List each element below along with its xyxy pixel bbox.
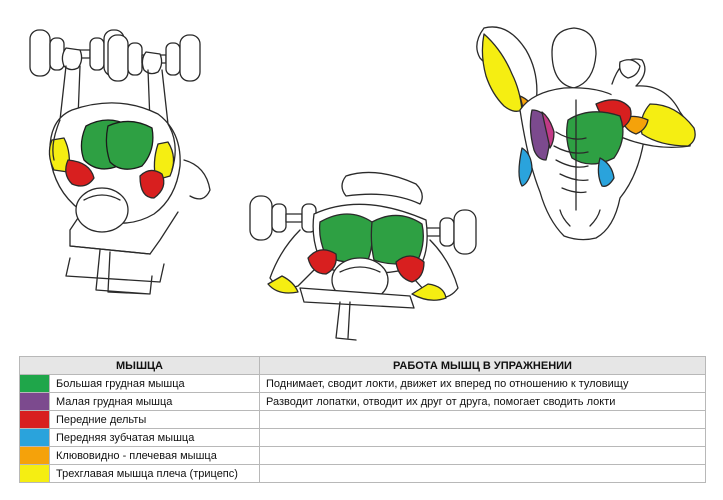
color-swatch-cell (19, 392, 50, 411)
muscle-name-cell: Передние дельты (49, 410, 260, 429)
color-swatch-cell (19, 446, 50, 465)
table-row: Трехглавая мышца плеча (трицепс) (19, 464, 706, 483)
muscle-table-container: МЫШЦА РАБОТА МЫШЦ В УПРАЖНЕНИИ Большая г… (19, 356, 706, 483)
muscle-work-cell (259, 446, 706, 465)
muscle-work-cell: Разводит лопатки, отводит их друг от дру… (259, 392, 706, 411)
exercise-illustrations (29, 26, 696, 341)
anatomy-torso-figure (476, 26, 696, 241)
muscle-work-cell (259, 428, 706, 447)
muscle-table: МЫШЦА РАБОТА МЫШЦ В УПРАЖНЕНИИ Большая г… (19, 356, 706, 483)
color-swatch-cell (19, 464, 50, 483)
color-swatch-cell (19, 374, 50, 393)
color-swatch (20, 447, 49, 464)
muscle-name-cell: Передняя зубчатая мышца (49, 428, 260, 447)
flat-bench-press-figure (249, 171, 477, 341)
color-swatch-cell (19, 428, 50, 447)
muscle-name-cell: Малая грудная мышца (49, 392, 260, 411)
color-swatch (20, 429, 49, 446)
header-muscle: МЫШЦА (19, 356, 260, 375)
table-row: Передние дельты (19, 410, 706, 429)
incline-bench-press-figure (29, 29, 211, 295)
muscle-work-cell: Поднимает, сводит локти, движет их впере… (259, 374, 706, 393)
muscle-name-cell: Большая грудная мышца (49, 374, 260, 393)
muscle-work-cell (259, 410, 706, 429)
dumbbell-left-icon (249, 195, 317, 241)
color-swatch-cell (19, 410, 50, 429)
color-swatch (20, 393, 49, 410)
color-swatch (20, 465, 49, 482)
muscle-name-cell: Клювовидно - плечевая мышца (49, 446, 260, 465)
table-row: Клювовидно - плечевая мышца (19, 446, 706, 465)
muscle-work-cell (259, 464, 706, 483)
table-header-row: МЫШЦА РАБОТА МЫШЦ В УПРАЖНЕНИИ (19, 356, 706, 375)
table-row: Передняя зубчатая мышца (19, 428, 706, 447)
color-swatch (20, 375, 49, 392)
header-muscle-work: РАБОТА МЫШЦ В УПРАЖНЕНИИ (259, 356, 706, 375)
dumbbell-right-icon (107, 34, 201, 82)
muscle-name-cell: Трехглавая мышца плеча (трицепс) (49, 464, 260, 483)
color-swatch (20, 411, 49, 428)
